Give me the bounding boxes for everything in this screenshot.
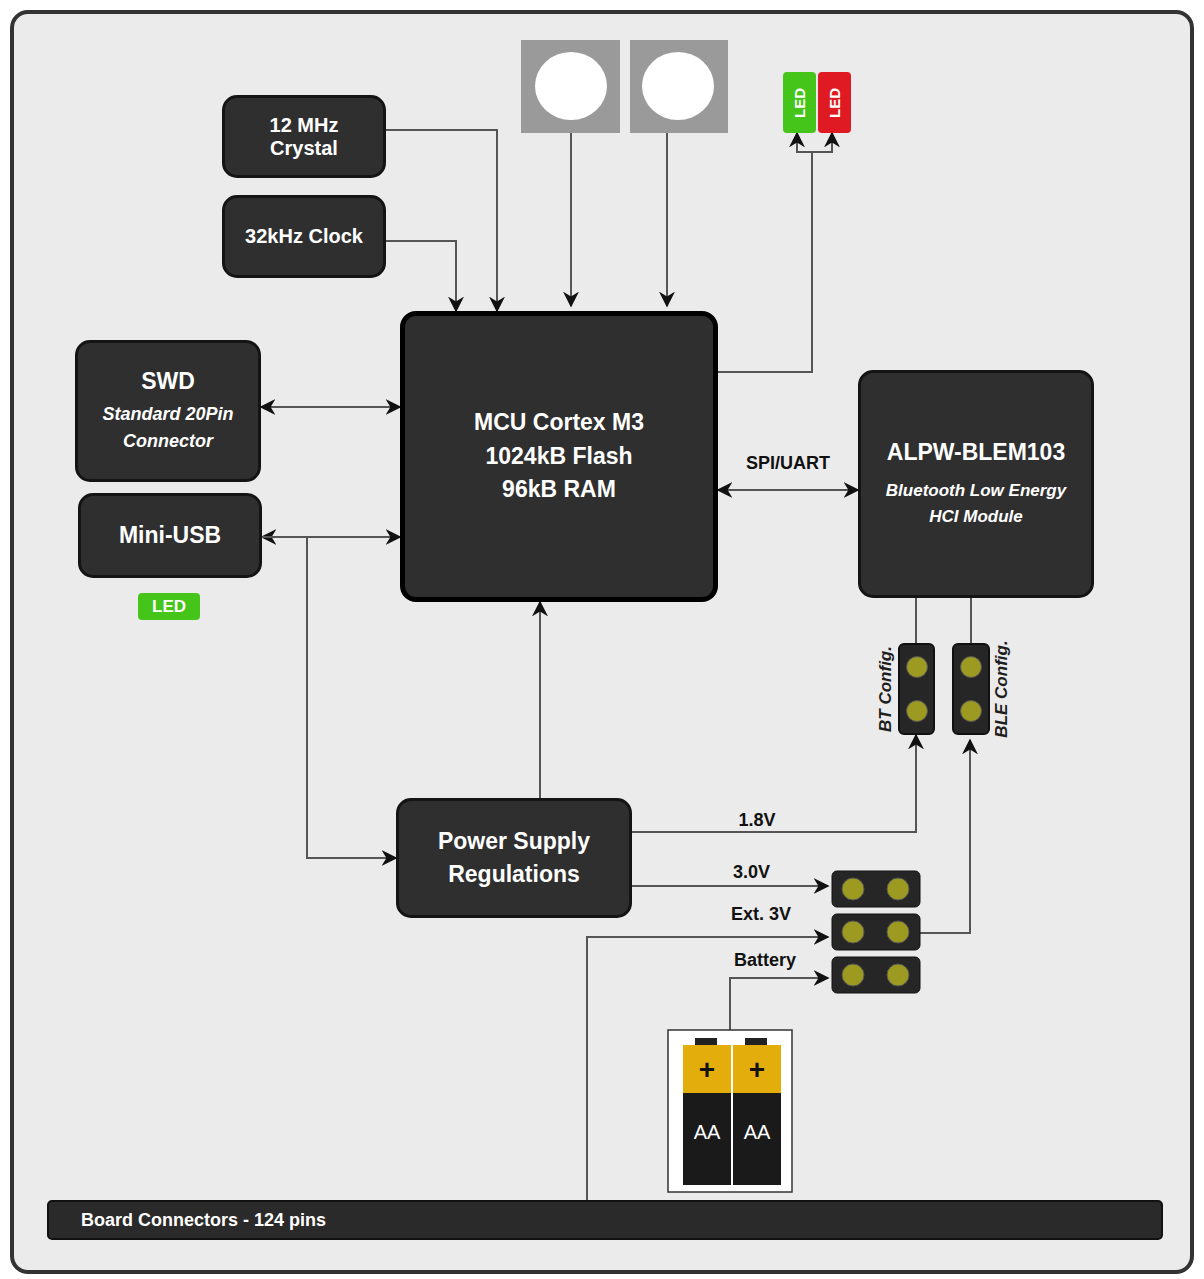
box-title: 12 MHz Crystal xyxy=(233,114,375,160)
signal-connector xyxy=(718,133,812,372)
signal-connector xyxy=(632,735,916,832)
battery-holder xyxy=(668,1030,792,1192)
connector-box: SWD Standard 20Pin Connector xyxy=(75,340,261,482)
jumper-pin xyxy=(906,700,928,722)
box-title: MCU Cortex M3 1024kB Flash 96kB RAM xyxy=(459,406,659,506)
battery-marking: AA xyxy=(744,1121,771,1144)
signal-connector xyxy=(915,598,917,643)
signal-connector xyxy=(539,602,541,798)
config-jumper: BLE Config. xyxy=(952,643,990,735)
box-title: BLE Config. xyxy=(992,640,1012,737)
edge-label: SPI/UART xyxy=(743,453,833,474)
led-indicator: LED xyxy=(783,72,816,133)
jumper-pin xyxy=(960,700,982,722)
board-outline xyxy=(10,10,1194,1274)
box-title: SWD xyxy=(141,368,195,395)
wires xyxy=(571,133,970,1200)
rail-label: Battery xyxy=(734,950,796,971)
config-jumper: BT Config. xyxy=(898,643,935,735)
box-title: LED xyxy=(791,88,808,118)
usb-box: Mini-USB xyxy=(78,493,262,578)
push-button xyxy=(521,40,620,133)
power-box: Power Supply Regulations xyxy=(396,798,632,918)
battery-marking: AA xyxy=(694,1121,721,1144)
battery-marking: + xyxy=(749,1054,765,1086)
led-indicator: LED xyxy=(818,72,851,133)
module-box: ALPW-BLEM103Bluetooth Low Energy HCI Mod… xyxy=(858,370,1094,598)
box-title: Board Connectors - 124 pins xyxy=(81,1210,326,1231)
connector-bar: Board Connectors - 124 pins xyxy=(47,1200,1163,1240)
signal-connector xyxy=(262,537,396,858)
box-title: ALPW-BLEM103 xyxy=(887,439,1065,466)
led-indicator: LED xyxy=(138,593,200,620)
jumper-pin xyxy=(906,656,928,678)
rail-label: Ext. 3V xyxy=(731,904,791,925)
jumper-pin xyxy=(960,656,982,678)
signal-connector xyxy=(386,130,497,311)
power-jumpers xyxy=(832,871,920,993)
box-title: Power Supply Regulations xyxy=(407,825,621,892)
signal-connector xyxy=(718,489,858,491)
box-title: BT Config. xyxy=(876,646,896,732)
signal-connector xyxy=(970,598,972,643)
box-title: LED xyxy=(826,88,843,118)
signal-connector xyxy=(386,241,456,311)
box-subtitle: Standard 20Pin Connector xyxy=(86,401,250,455)
box-title: LED xyxy=(152,597,186,617)
rail-label: 3.0V xyxy=(733,862,770,883)
edge-label: 1.8V xyxy=(735,810,778,831)
battery-marking: + xyxy=(699,1054,715,1086)
box-title: Mini-USB xyxy=(119,522,221,549)
oscillator-box: 32kHz Clock xyxy=(222,195,386,278)
signal-connector xyxy=(261,406,400,408)
box-subtitle: Bluetooth Low Energy HCI Module xyxy=(869,478,1083,529)
oscillator-box: 12 MHz Crystal xyxy=(222,95,386,178)
push-button xyxy=(630,40,728,133)
signal-connector xyxy=(718,133,832,372)
box-title: 32kHz Clock xyxy=(245,225,363,248)
mcu-box: MCU Cortex M3 1024kB Flash 96kB RAM xyxy=(400,311,718,602)
